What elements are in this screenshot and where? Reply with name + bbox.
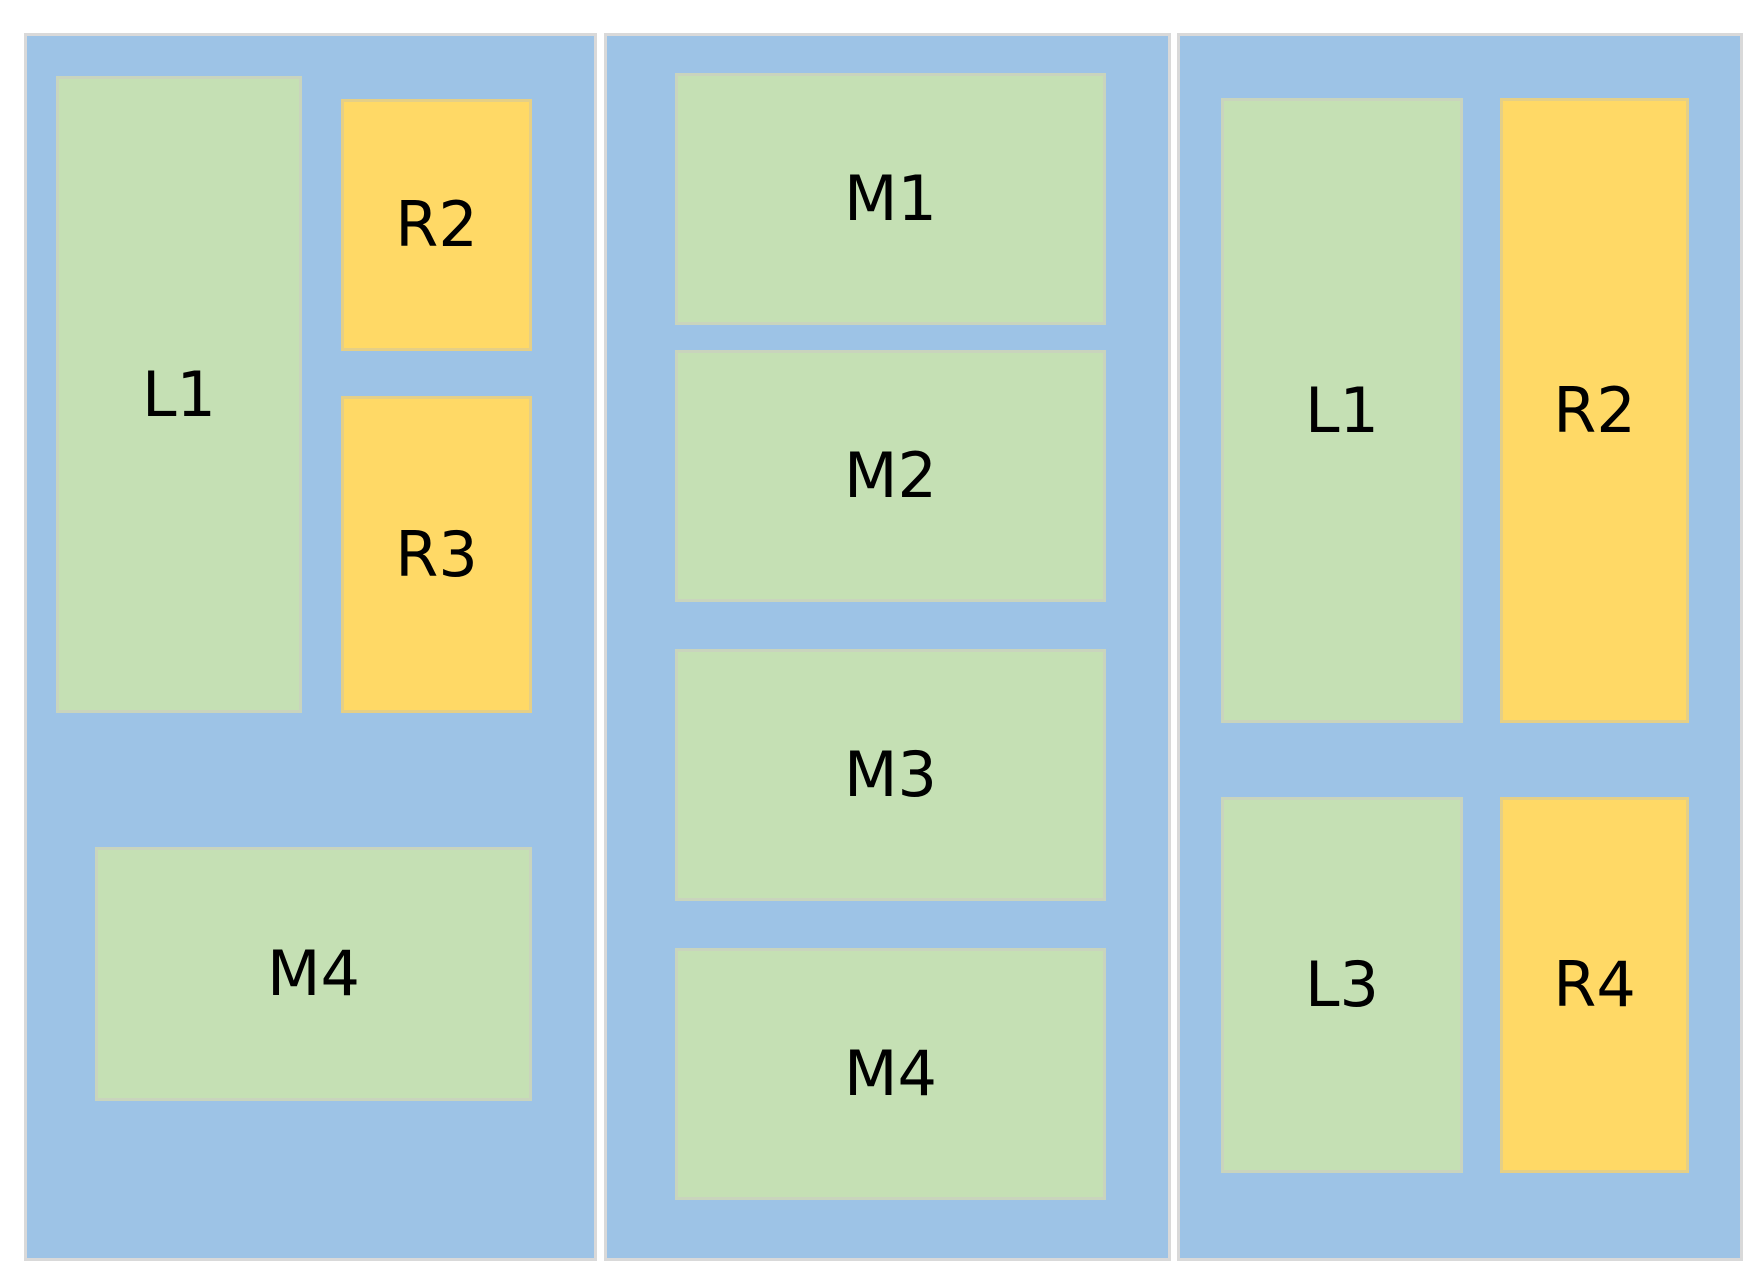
middle-panel-block-m3: M3 [675,649,1106,901]
middle-panel-block-m2: M2 [675,350,1106,602]
block-label: M4 [844,1037,937,1110]
block-label: M4 [267,937,360,1010]
block-label: L3 [1305,948,1379,1021]
right-layout-panel: L1 R2 L3 R4 [1177,33,1743,1261]
middle-panel-block-m1: M1 [675,73,1106,325]
right-panel-block-l1: L1 [1221,98,1463,723]
right-panel-block-l3: L3 [1221,797,1463,1173]
right-panel-block-r2: R2 [1500,98,1689,723]
middle-panel-block-m4: M4 [675,948,1106,1200]
block-label: R3 [395,517,478,591]
left-panel-block-r3: R3 [341,396,532,713]
block-label: M1 [844,162,937,235]
middle-layout-panel: M1 M2 M3 M4 [604,33,1171,1261]
block-label: L1 [142,357,216,431]
block-label: R2 [1553,373,1636,447]
block-label: R4 [1553,948,1636,1021]
block-label: M3 [844,738,937,811]
block-label: L1 [1305,373,1379,447]
left-layout-panel: L1 R2 R3 M4 [24,33,597,1261]
left-panel-block-l1: L1 [56,76,302,713]
block-label: M2 [844,439,937,512]
left-panel-block-r2: R2 [341,99,532,351]
block-label: R2 [395,188,478,261]
right-panel-block-r4: R4 [1500,797,1689,1173]
left-panel-block-m4: M4 [95,847,532,1101]
